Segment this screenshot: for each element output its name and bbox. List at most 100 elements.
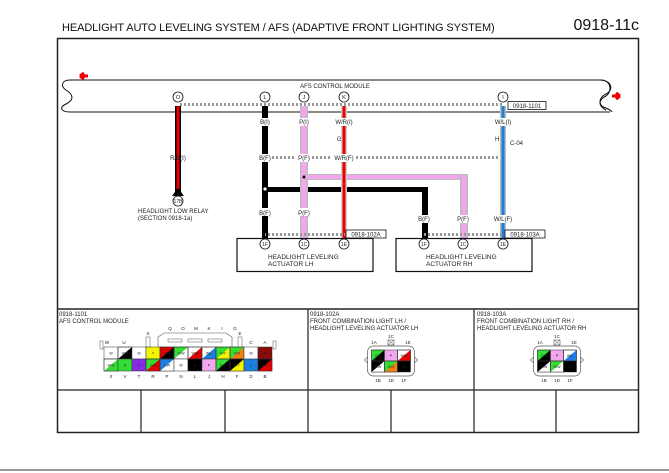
svg-text:W: W: [249, 352, 253, 356]
connector-2-name-1: FRONT COMBINATION LIGHT LH /: [310, 319, 406, 325]
connector-3-name-1: FRONT COMBINATION LIGHT RH /: [477, 319, 574, 325]
joint-c04-label: C-04: [510, 141, 524, 147]
afs-bottom-label: B: [263, 374, 266, 379]
afs-top-label: E: [238, 331, 241, 336]
wire-label-p-f-bottom: P(F): [298, 211, 310, 217]
svg-text:P: P: [390, 354, 393, 358]
afs-top-label: S: [146, 331, 149, 336]
actuator-lh-box: [236, 237, 374, 273]
relay-name: HEADLIGHT LOW RELAY: [138, 209, 208, 215]
connector-2-name-2: HEADLIGHT LEVELING ACTUATOR LH: [310, 326, 418, 332]
afs-pin-top-2: W: [131, 346, 147, 360]
wire-r-b: [172, 106, 184, 196]
actuator-rh-name-1: HEADLIGHT LEVELING: [426, 254, 497, 261]
svg-text:W: W: [137, 352, 141, 356]
actuator-lh-name-2: ACTUATOR LH: [268, 261, 314, 268]
connector-ref-0918-102a: 0918-102A: [351, 233, 380, 239]
rh-conn-pin-top-1: P: [550, 349, 564, 362]
afs-bottom-label: R: [151, 374, 155, 379]
wire-label-rh-p-f: P(F): [457, 217, 469, 223]
actuator-rh-pin-1c: 1C: [460, 242, 467, 248]
rh-conn-pin-bottom-2: B: [563, 360, 577, 373]
rh-conn-bottom-label: 1B: [541, 378, 547, 383]
connector-3-ref: 0918-103A: [477, 312, 506, 318]
wire-w-r: [341, 106, 347, 238]
wire-label-p-f: P(F): [298, 156, 310, 162]
connector-0918-1101-line: [178, 103, 504, 106]
afs-bottom-label: P: [165, 374, 168, 379]
wire-pink: [300, 106, 468, 238]
afs-pin-bottom-3: G/R: [145, 358, 161, 372]
afs-top-label: I: [221, 326, 222, 331]
page-bottom-rule: [0, 469, 669, 471]
wire-label-w-r-f: W/R(F): [334, 156, 353, 162]
svg-text:L: L: [250, 364, 252, 368]
relay-pin: 17B: [174, 199, 184, 205]
afs-pin-bottom-10: L: [243, 358, 259, 372]
svg-text:B/W: B/W: [375, 365, 382, 369]
page-number: 0918-11c: [573, 17, 639, 34]
wire-w-l: [500, 106, 506, 238]
connector-ref-0918-103a: 0918-103A: [510, 233, 539, 239]
actuator-rh-name-2: ACTUATOR RH: [426, 261, 473, 268]
lh-conn-pin-bottom-2: B: [397, 360, 411, 373]
afs-pin-bottom-8: G/B: [215, 358, 231, 372]
wire-label-b-i: B(I): [260, 120, 270, 126]
rh-conn-pin-top-2: W/L: [563, 349, 577, 362]
afs-pin-top-6: W/R: [187, 346, 203, 360]
joint-h-label: H: [495, 137, 499, 143]
wire-label-w-r-i: W/R(I): [335, 120, 352, 126]
rh-conn-bottom-label: 1F: [567, 378, 573, 383]
terminal-k: K: [342, 95, 346, 101]
afs-pin-top-11: BR: [257, 346, 273, 360]
svg-text:B: B: [569, 365, 572, 369]
afs-row-label: W: [105, 340, 110, 345]
afs-pin-top-8: G/Y: [215, 346, 231, 360]
afs-bottom-label: N: [179, 374, 182, 379]
module-outline-left: [61, 79, 610, 113]
lh-conn-top-label: 1A: [371, 340, 377, 345]
arrow-left-icon: [79, 71, 88, 81]
svg-text:Y: Y: [152, 352, 155, 356]
svg-text:G/W: G/W: [554, 365, 562, 369]
svg-text:B/R: B/R: [262, 364, 268, 368]
afs-pin-bottom-6: B: [187, 358, 203, 372]
lh-conn-pin-bottom-1: G/O: [384, 360, 398, 373]
rh-conn-pin-top-0: G/B: [537, 349, 551, 362]
afs-row-label: U: [122, 340, 125, 345]
afs-bottom-label: D: [249, 374, 253, 379]
svg-text:B: B: [403, 365, 406, 369]
wire-label-b-f: B(F): [259, 156, 271, 162]
afs-pin-bottom-9: B/Y: [229, 358, 245, 372]
svg-text:P: P: [556, 354, 559, 358]
svg-text:G/Y: G/Y: [220, 352, 227, 356]
wire-label-w-l-f: W/L(F): [494, 217, 512, 223]
svg-text:V: V: [138, 364, 141, 368]
lh-conn-bottom-label: 1B: [375, 378, 381, 383]
svg-text:G/W: G/W: [178, 352, 186, 356]
afs-bottom-label: V: [123, 374, 126, 379]
page-title: HEADLIGHT AUTO LEVELING SYSTEM / AFS (AD…: [62, 22, 495, 34]
afs-top-label: K: [207, 326, 210, 331]
afs-pin-bottom-4: L/W: [159, 358, 175, 372]
connector-2-ref: 0918-102A: [310, 312, 339, 318]
wire-label-p-i: P(I): [299, 120, 309, 126]
svg-text:W: W: [109, 352, 113, 356]
module-name: AFS CONTROL MODULE: [300, 84, 370, 90]
svg-text:G/B: G/B: [541, 354, 548, 358]
svg-text:G/B: G/B: [220, 364, 227, 368]
diagram-frame: [56, 37, 640, 434]
afs-pin-top-1: W/B: [117, 346, 133, 360]
afs-pin-bottom-1: G: [117, 358, 133, 372]
svg-text:W/R: W/R: [192, 352, 199, 356]
afs-bottom-label: X: [109, 374, 112, 379]
actuator-rh-pin-1f: 1F: [421, 242, 427, 248]
joint-g-label: G: [337, 137, 342, 143]
rh-conn-pin-bottom-0: B/W: [537, 360, 551, 373]
svg-text:G: G: [124, 364, 127, 368]
connector-table: [57, 308, 638, 432]
svg-text:B/W: B/W: [541, 365, 548, 369]
